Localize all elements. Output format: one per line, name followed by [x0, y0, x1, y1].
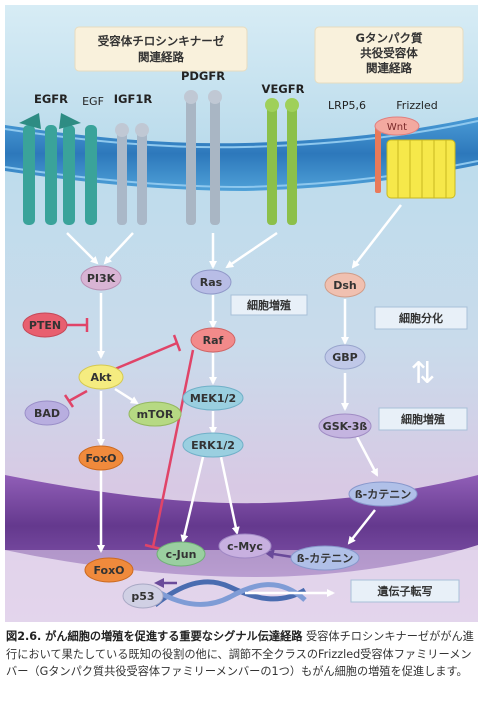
- figure-caption: 図2.6. がん細胞の増殖を促進する重要なシグナル伝達経路 受容体チロシンキナー…: [6, 628, 478, 681]
- node-akt: Akt: [78, 364, 124, 390]
- svg-text:ß-カテニン: ß-カテニン: [355, 488, 411, 501]
- egf-label: EGF: [82, 95, 104, 108]
- caption-body: 受容体チロシンキナーゼががん進行において果たしている既知の役割の他に、調節不全ク…: [6, 630, 474, 678]
- node-pi3k: PI3K: [80, 265, 122, 291]
- svg-text:c-Jun: c-Jun: [166, 548, 197, 561]
- vegfr-receptor: [265, 98, 299, 225]
- igf1r-label: IGF1R: [114, 92, 153, 106]
- wnt-label: Wnt: [387, 122, 407, 133]
- node-foxo-lower: FoxO: [84, 557, 134, 583]
- label-transcription: 遺伝子転写: [350, 579, 460, 603]
- svg-text:Dsh: Dsh: [333, 279, 357, 292]
- pdgfr-label: PDGFR: [181, 69, 225, 83]
- igf1r-receptor: [115, 123, 149, 225]
- node-cjun: c-Jun: [156, 541, 206, 567]
- node-dsh: Dsh: [324, 272, 366, 298]
- svg-text:mTOR: mTOR: [137, 408, 174, 421]
- svg-text:ERK1/2: ERK1/2: [191, 439, 235, 452]
- bidirectional-arrow-icon: ⇅: [410, 356, 435, 391]
- svg-text:FoxO: FoxO: [93, 564, 124, 577]
- svg-text:Ras: Ras: [200, 276, 223, 289]
- activation-arrows: [66, 204, 402, 553]
- svg-text:p53: p53: [131, 590, 154, 603]
- gpcr-header-line2: 共役受容体: [360, 46, 418, 60]
- svg-text:ß-カテニン: ß-カテニン: [297, 552, 353, 565]
- node-erk: ERK1/2: [182, 432, 244, 458]
- node-mtor: mTOR: [128, 401, 182, 427]
- svg-text:BAD: BAD: [34, 407, 60, 420]
- svg-text:MEK1/2: MEK1/2: [190, 392, 236, 405]
- node-gbp: GBP: [324, 344, 366, 370]
- gpcr-header-line3: 関連経路: [366, 61, 412, 75]
- signaling-diagram: 受容体チロシンキナーゼ 関連経路 Gタンパク質 共役受容体 関連経路: [4, 5, 479, 622]
- node-ras: Ras: [190, 269, 232, 295]
- label-proliferation-1: 細胞増殖: [230, 294, 308, 316]
- node-mek: MEK1/2: [182, 385, 244, 411]
- svg-text:c-Myc: c-Myc: [227, 540, 263, 553]
- node-foxo-upper: FoxO: [78, 445, 124, 471]
- frizzled-label: Frizzled: [396, 99, 437, 112]
- rtk-header-line2: 関連経路: [138, 50, 184, 64]
- gpcr-header-line1: Gタンパク質: [356, 31, 423, 45]
- node-p53: p53: [122, 583, 164, 609]
- rtk-header-line1: 受容体チロシンキナーゼ: [98, 34, 225, 48]
- node-pten: PTEN: [22, 312, 68, 338]
- node-cmyc: c-Myc: [218, 533, 272, 559]
- rtk-header-box: [74, 26, 248, 72]
- egfr-label: EGFR: [34, 92, 68, 106]
- svg-text:細胞分化: 細胞分化: [399, 311, 443, 325]
- svg-text:GBP: GBP: [332, 351, 357, 364]
- node-bcat-upper: ß-カテニン: [348, 481, 418, 507]
- inhibition-lines: [63, 318, 195, 551]
- svg-text:細胞増殖: 細胞増殖: [247, 298, 291, 312]
- node-bad: BAD: [24, 400, 70, 426]
- caption-title: 図2.6. がん細胞の増殖を促進する重要なシグナル伝達経路: [6, 630, 303, 643]
- node-bcat-lower: ß-カテニン: [290, 545, 360, 571]
- vegfr-label: VEGFR: [262, 82, 305, 96]
- svg-text:GSK-3ß: GSK-3ß: [323, 420, 368, 433]
- frizzled-receptor: [374, 116, 456, 199]
- lrp-label: LRP5,6: [328, 99, 366, 112]
- node-gsk: GSK-3ß: [318, 413, 372, 439]
- label-differentiation: 細胞分化: [374, 306, 468, 330]
- svg-text:FoxO: FoxO: [85, 452, 116, 465]
- svg-text:Akt: Akt: [90, 371, 111, 384]
- svg-text:遺伝子転写: 遺伝子転写: [377, 584, 433, 598]
- egfr-receptor: [19, 113, 97, 225]
- pdgfr-receptor: [184, 90, 222, 225]
- svg-text:PI3K: PI3K: [87, 272, 116, 285]
- svg-text:PTEN: PTEN: [29, 319, 61, 332]
- label-proliferation-2: 細胞増殖: [378, 407, 468, 431]
- node-raf: Raf: [190, 327, 236, 353]
- gpcr-header-box: [314, 26, 464, 84]
- dna-helix: [153, 579, 307, 607]
- svg-text:Raf: Raf: [203, 334, 224, 347]
- svg-text:細胞増殖: 細胞増殖: [401, 412, 445, 426]
